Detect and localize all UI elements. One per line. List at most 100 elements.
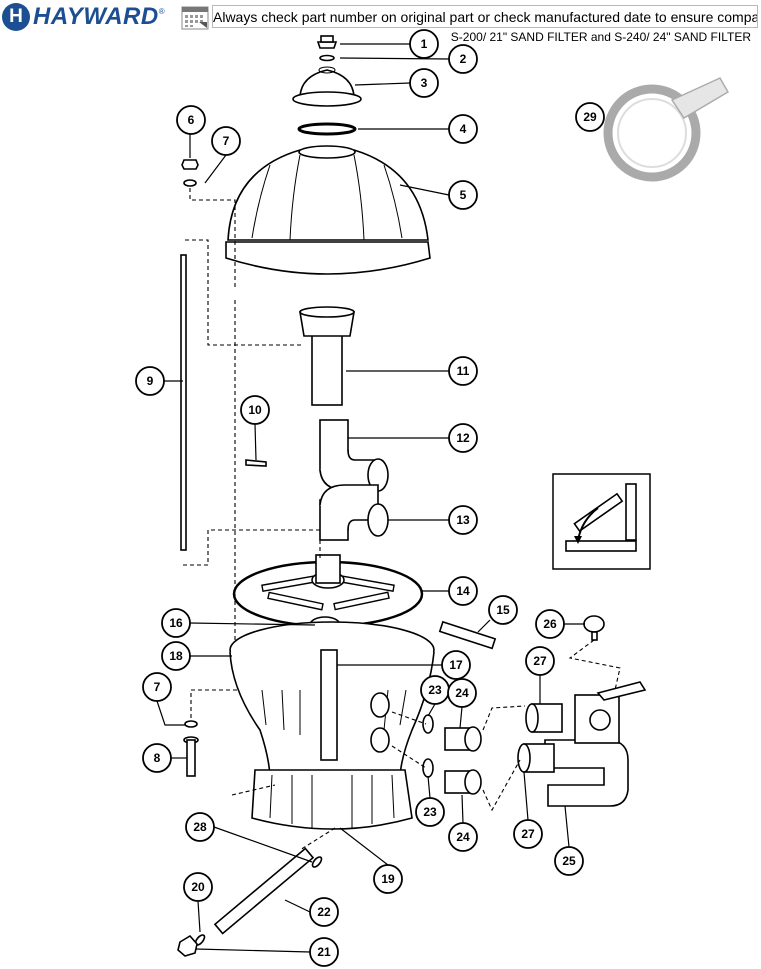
callout-label: 18 bbox=[169, 649, 183, 663]
part-26-pressure-gauge bbox=[583, 615, 605, 641]
part-5-filter-top bbox=[225, 145, 431, 275]
callout-label: 17 bbox=[449, 658, 463, 672]
part-7-washer bbox=[183, 179, 197, 187]
part-24-union-upper bbox=[444, 726, 482, 752]
callout-20: 20 bbox=[183, 872, 213, 902]
part-15-lateral bbox=[438, 620, 497, 650]
callout-29: 29 bbox=[575, 102, 605, 132]
callout-label: 19 bbox=[381, 872, 395, 886]
hayward-logo-text: HAYWARD bbox=[33, 3, 159, 30]
part-11-standpipe bbox=[299, 306, 355, 406]
part-23-oring-lower bbox=[422, 758, 434, 778]
calendar-icon bbox=[181, 6, 209, 30]
callout-label: 25 bbox=[562, 854, 576, 868]
part-28-oring bbox=[311, 856, 323, 868]
callout-label: 1 bbox=[421, 37, 428, 51]
part-25-valve-piping bbox=[544, 681, 647, 807]
callout-23: 23 bbox=[415, 797, 445, 827]
part-8-bolt bbox=[183, 736, 199, 777]
callout-27: 27 bbox=[525, 646, 555, 676]
lateral-detail-inset bbox=[552, 473, 651, 570]
part-22-drain-pipe bbox=[213, 847, 315, 935]
callout-9: 9 bbox=[135, 366, 165, 396]
callout-label: 24 bbox=[455, 686, 469, 700]
callout-24: 24 bbox=[447, 678, 477, 708]
callout-label: 15 bbox=[496, 603, 510, 617]
callout-label: 23 bbox=[428, 683, 442, 697]
callout-7: 7 bbox=[142, 672, 172, 702]
callout-14: 14 bbox=[448, 576, 478, 606]
callout-label: 7 bbox=[223, 134, 230, 148]
callout-8: 8 bbox=[142, 743, 172, 773]
part-19-base bbox=[251, 769, 413, 830]
callout-label: 13 bbox=[456, 513, 470, 527]
callout-13: 13 bbox=[448, 505, 478, 535]
callout-24: 24 bbox=[448, 822, 478, 852]
part-4-oring bbox=[297, 122, 357, 136]
callout-label: 12 bbox=[456, 431, 470, 445]
callout-1: 1 bbox=[409, 29, 439, 59]
callout-4: 4 bbox=[448, 114, 478, 144]
callout-12: 12 bbox=[448, 423, 478, 453]
callout-label: 11 bbox=[457, 364, 470, 378]
callout-label: 20 bbox=[191, 880, 205, 894]
callout-label: 24 bbox=[456, 830, 470, 844]
callout-label: 22 bbox=[317, 905, 331, 919]
callout-22: 22 bbox=[309, 897, 339, 927]
callout-label: 10 bbox=[248, 403, 262, 417]
callout-18: 18 bbox=[161, 641, 191, 671]
callout-label: 21 bbox=[317, 945, 331, 959]
callout-3: 3 bbox=[409, 68, 439, 98]
callout-label: 7 bbox=[154, 680, 161, 694]
part-6-nut bbox=[181, 159, 199, 170]
callout-label: 16 bbox=[169, 616, 183, 630]
callout-label: 3 bbox=[421, 76, 428, 90]
callout-label: 5 bbox=[460, 188, 467, 202]
callout-label: 26 bbox=[543, 617, 557, 631]
callout-25: 25 bbox=[554, 846, 584, 876]
callout-28: 28 bbox=[185, 812, 215, 842]
dashed-assembly-lines bbox=[183, 188, 621, 851]
part-17-inner-pipe bbox=[320, 649, 338, 761]
callout-10: 10 bbox=[240, 395, 270, 425]
part-12-upper-elbow bbox=[319, 419, 389, 492]
part-29-wrench bbox=[603, 77, 729, 182]
part-7-washer-lower bbox=[184, 720, 198, 728]
callout-26: 26 bbox=[535, 609, 565, 639]
callout-label: 4 bbox=[460, 122, 467, 136]
part-13-lower-elbow bbox=[319, 484, 389, 541]
callout-21: 21 bbox=[309, 937, 339, 967]
part-3-dome-cap bbox=[292, 66, 362, 107]
compatibility-notice: Always check part number on original par… bbox=[212, 5, 758, 28]
callout-15: 15 bbox=[488, 595, 518, 625]
callout-27: 27 bbox=[513, 819, 543, 849]
callout-label: 23 bbox=[423, 805, 437, 819]
hayward-logo: H HAYWARD ® bbox=[2, 3, 165, 31]
callout-5: 5 bbox=[448, 180, 478, 210]
part-21-drain-cap bbox=[177, 934, 198, 957]
part-14-lateral-assembly bbox=[232, 554, 424, 628]
callout-11: 11 bbox=[448, 356, 478, 386]
callout-19: 19 bbox=[373, 864, 403, 894]
part-27-valve-union-upper bbox=[525, 703, 563, 733]
part-10-screw bbox=[245, 459, 267, 467]
leader-lines bbox=[156, 43, 585, 953]
callout-17: 17 bbox=[441, 650, 471, 680]
part-24-union-lower bbox=[444, 769, 482, 795]
callout-label: 9 bbox=[147, 374, 154, 388]
callout-label: 8 bbox=[154, 751, 161, 765]
callout-label: 27 bbox=[521, 827, 535, 841]
callout-6: 6 bbox=[176, 105, 206, 135]
callout-label: 14 bbox=[456, 584, 470, 598]
part-23-oring-upper bbox=[422, 714, 434, 734]
callout-16: 16 bbox=[161, 608, 191, 638]
callout-label: 6 bbox=[188, 113, 195, 127]
part-27-valve-union-lower bbox=[517, 743, 555, 773]
part-9-rod bbox=[180, 254, 187, 551]
callout-label: 27 bbox=[533, 654, 547, 668]
diagram-subtitle: S-200/ 21" SAND FILTER and S-240/ 24" SA… bbox=[450, 30, 751, 44]
part-1-cap bbox=[316, 35, 338, 49]
callout-7: 7 bbox=[211, 126, 241, 156]
